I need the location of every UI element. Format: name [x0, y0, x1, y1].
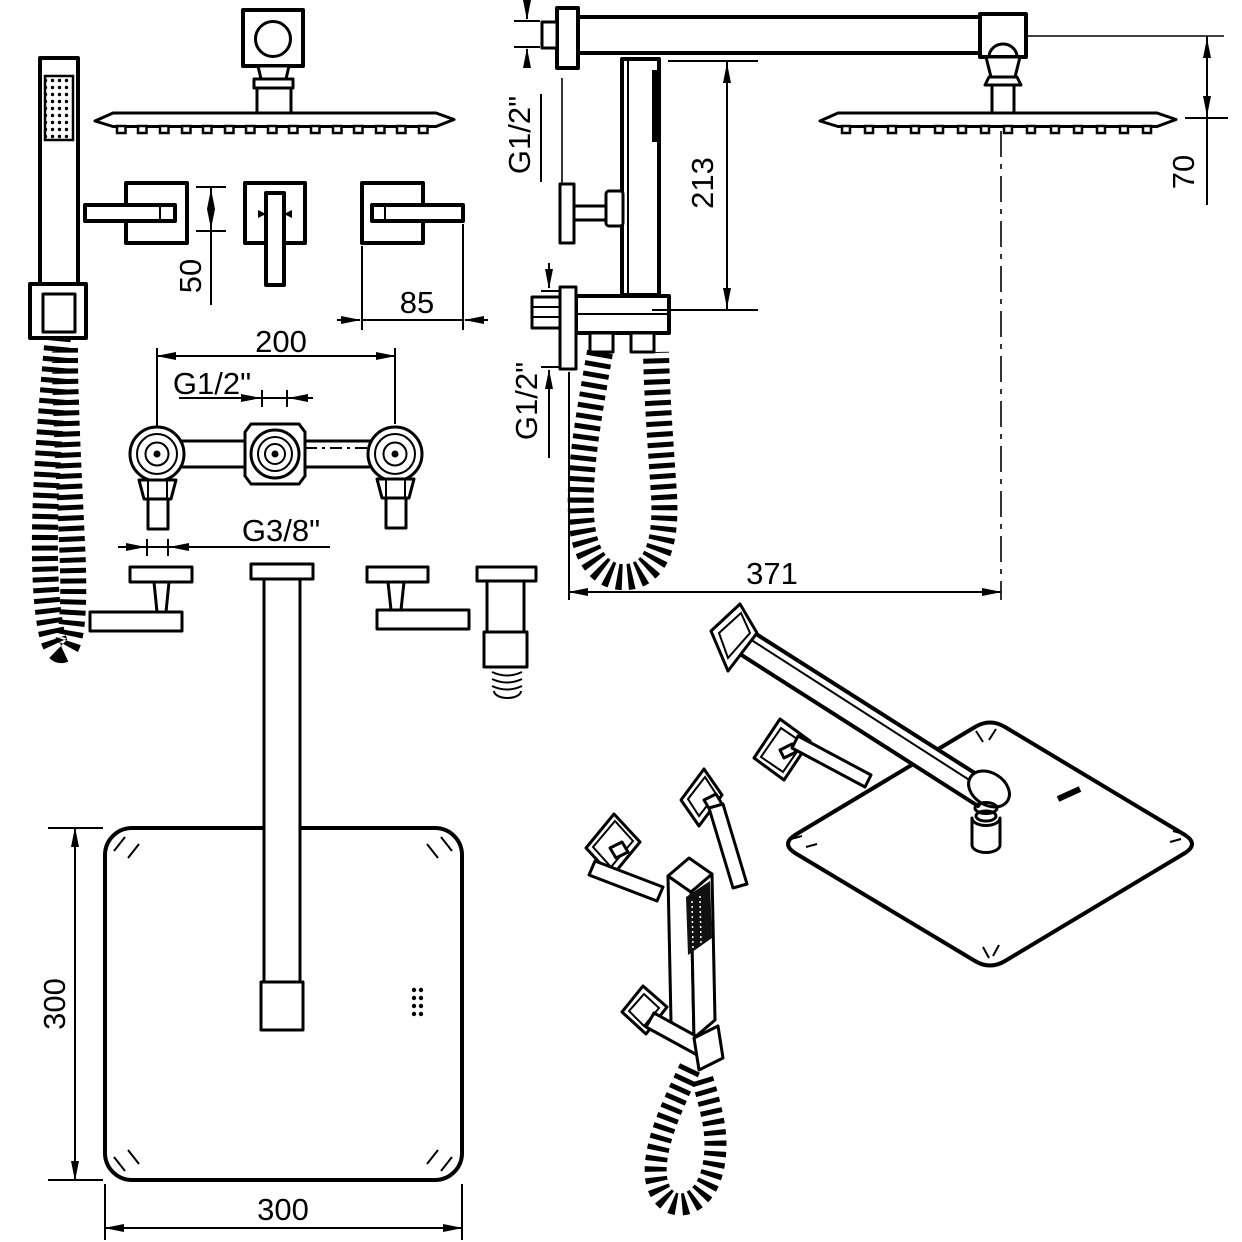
- dim-arm-reach: 371: [568, 372, 1002, 600]
- shower-head-plate: [818, 111, 1178, 128]
- ceiling-arm-outlet: [259, 980, 305, 1032]
- shower-head-plate: [93, 111, 456, 128]
- label-outlet-thread-text: G1/2": [509, 362, 544, 440]
- spray-face: [43, 74, 75, 142]
- iso-trim-top: [752, 717, 873, 789]
- handle-stem: [572, 204, 610, 222]
- dim-trim-offset-text: 50: [173, 259, 208, 293]
- dim-arm-reach-text: 371: [746, 556, 798, 591]
- holder-flange: [620, 984, 669, 1036]
- holder-cup: [692, 1024, 725, 1072]
- ceiling-arm-tube: [262, 577, 302, 984]
- outlet-flange: [558, 285, 578, 371]
- rough-in-valve: [128, 422, 424, 531]
- iso-trim-bottom: [584, 812, 665, 903]
- front-view: 50 85 200 G1/2": [28, 8, 538, 1240]
- dim-plate-width: 300: [104, 1184, 463, 1240]
- brand-mark: [1056, 786, 1082, 802]
- head-connector: [970, 816, 1002, 854]
- iso-trim-middle: [679, 767, 749, 890]
- dim-trim-width-text: 85: [400, 285, 434, 320]
- wall-union-left: [88, 565, 194, 633]
- dim-valve-spacing-text: 200: [255, 324, 307, 359]
- mounting-plate-top-view: 300 300: [37, 826, 464, 1240]
- label-outlet-thread: G1/2": [509, 263, 559, 458]
- label-supply-thread-text: G3/8": [242, 513, 320, 548]
- cross-handle-side: [558, 182, 625, 245]
- slide-column-side: [620, 57, 661, 297]
- ceiling-arm: [249, 562, 315, 1032]
- dim-head-drop-text: 70: [1166, 155, 1201, 189]
- ball-joint-side: [983, 42, 1023, 115]
- shower-hose-front: [31, 334, 87, 663]
- dim-trim-offset: 50: [173, 186, 226, 305]
- label-supply-thread: G3/8": [118, 513, 330, 556]
- overhead-shower-side: [818, 111, 1178, 135]
- ball-collar: [256, 64, 291, 81]
- handle-knob: [604, 189, 625, 228]
- dim-column-height-text: 213: [685, 157, 720, 209]
- shower-hose-side: [567, 349, 678, 591]
- dim-valve-spacing: 200: [156, 324, 396, 437]
- iso-handles: [584, 717, 873, 903]
- head-hub: [255, 86, 293, 115]
- lever-handle: [83, 203, 177, 223]
- nozzle-row: [115, 124, 429, 135]
- side-view: G1/2" 213 70 G1/2": [502, 0, 1228, 600]
- overhead-shower-front: [93, 8, 456, 135]
- dim-trim-width: 85: [337, 224, 488, 330]
- shower-hose-iso: [644, 1063, 727, 1216]
- label-wall-thread-text: G1/2": [502, 96, 537, 174]
- dim-plate-height: 300: [37, 827, 103, 1181]
- isometric-view: [584, 602, 1194, 1216]
- wand-top-face: [666, 856, 714, 894]
- dim-wall-nipple: [514, 0, 540, 68]
- lever-handle: [370, 203, 465, 223]
- port-left: [128, 425, 186, 531]
- fittings-row: [88, 565, 538, 699]
- label-inlet-thread: G1/2": [173, 366, 313, 407]
- dim-head-drop: 70: [1166, 36, 1228, 205]
- ceiling-arm-flange: [249, 562, 315, 581]
- arm-tube: [576, 15, 982, 55]
- dim-plate-width-text: 300: [257, 1192, 309, 1227]
- dim-plate-height-text: 300: [37, 978, 72, 1030]
- dim-column-height: 213: [652, 60, 758, 311]
- hand-shower-front: [28, 56, 88, 663]
- holder-socket: [41, 292, 77, 334]
- nozzle-row: [840, 124, 1153, 135]
- outlet-elbow-fitting: [475, 565, 538, 699]
- iso-holder: [620, 984, 725, 1072]
- arm-elbow: [978, 12, 1028, 59]
- outlet-nut: [530, 295, 562, 330]
- wall-union-right: [365, 565, 471, 631]
- label-inlet-thread-text: G1/2": [173, 366, 251, 401]
- wall-flange: [555, 6, 580, 70]
- corner-marks: [790, 728, 1185, 959]
- shower-arm-side: [540, 6, 1028, 70]
- corner-marks: [113, 836, 453, 1172]
- trim-left: [83, 181, 189, 245]
- trim-right: [360, 181, 465, 245]
- outlet-elbow-side: [530, 285, 671, 371]
- wall-nipple: [540, 20, 559, 50]
- port-right: [366, 425, 424, 530]
- lever-handle: [264, 191, 286, 287]
- iso-hand-shower: [666, 856, 717, 1040]
- ball-joint-icon: [254, 20, 292, 58]
- brand-mark: [411, 987, 424, 1017]
- label-wall-thread: G1/2": [502, 78, 563, 184]
- iso-shower-arm: [709, 602, 1011, 854]
- trim-center: [243, 181, 307, 287]
- port-center: [249, 428, 301, 480]
- handle-flange: [558, 182, 576, 245]
